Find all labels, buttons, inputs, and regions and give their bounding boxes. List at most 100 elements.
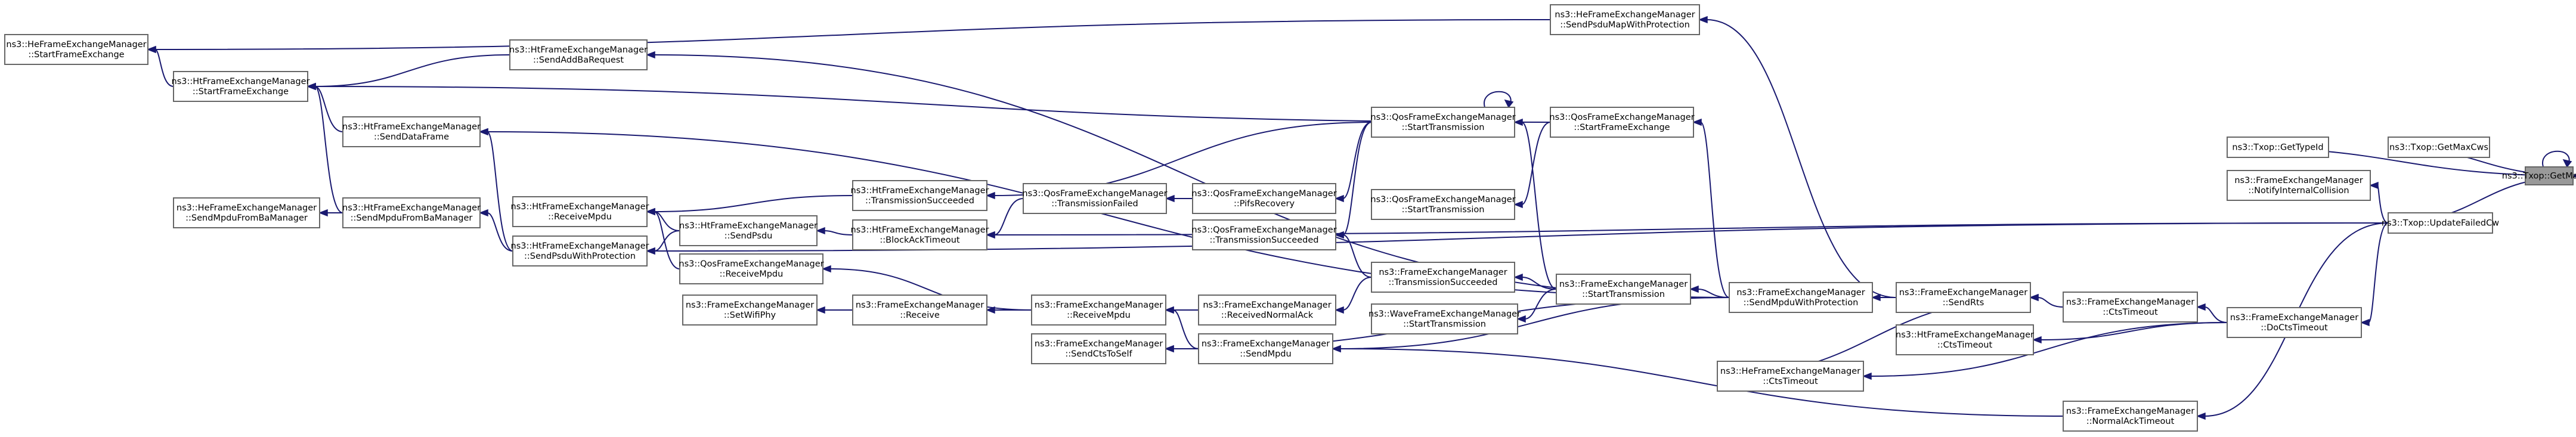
node-qos_recvmpdu[interactable]: ns3::QosFrameExchangeManager::ReceiveMpd… xyxy=(679,253,824,284)
node-label-line: ::CtsTimeout xyxy=(1937,340,1993,350)
node-ht_sendpsdu[interactable]: ns3::HtFrameExchangeManager::SendPsdu xyxy=(679,215,818,246)
node-label-line: ns3::HtFrameExchangeManager xyxy=(511,202,649,212)
node-ht_addba[interactable]: ns3::HtFrameExchangeManager::SendAddBaRe… xyxy=(509,39,648,70)
call-edge-fem_txsucc-to-qos_txsucc xyxy=(1342,234,1372,278)
node-fem_receive[interactable]: ns3::FrameExchangeManager::Receive xyxy=(852,295,987,326)
node-label-line: ::StartTransmission xyxy=(1402,205,1485,215)
node-ht_psduprot[interactable]: ns3::HtFrameExchangeManager::SendPsduWit… xyxy=(511,235,649,266)
node-qos_txfailed[interactable]: ns3::QosFrameExchangeManager::Transmissi… xyxy=(1022,183,1168,214)
node-label-line: ns3::FrameExchangeManager xyxy=(1035,300,1163,310)
node-label-line: ns3::HtFrameExchangeManager xyxy=(511,241,649,251)
node-label-line: ns3::Txop::GetMaxCws xyxy=(2389,143,2488,153)
node-fem_ctstoself[interactable]: ns3::FrameExchangeManager::SendCtsToSelf xyxy=(1031,333,1166,364)
node-label-line: ns3::HeFrameExchangeManager xyxy=(1555,10,1695,20)
node-ht_dataframe[interactable]: ns3::HtFrameExchangeManager::SendDataFra… xyxy=(342,116,481,147)
node-label-line: ::StartFrameExchange xyxy=(28,50,124,60)
node-label-line: ::ReceiveMpdu xyxy=(548,212,612,222)
node-he_ctstimeout[interactable]: ns3::HeFrameExchangeManager::CtsTimeout xyxy=(1717,361,1864,392)
node-label-line: ns3::QosFrameExchangeManager xyxy=(1549,113,1694,122)
call-edge-fem_sendmpduprot-to-ht_addba xyxy=(654,54,1730,298)
node-label-line: ns3::FrameExchangeManager xyxy=(686,300,814,310)
node-he_psdumap[interactable]: ns3::HeFrameExchangeManager::SendPsduMap… xyxy=(1550,4,1700,35)
node-label-line: ns3::QosFrameExchangeManager xyxy=(1370,113,1515,122)
node-fem_recvmpdu[interactable]: ns3::FrameExchangeManager::ReceiveMpdu xyxy=(1031,295,1166,326)
node-qos_pifs[interactable]: ns3::QosFrameExchangeManager::PifsRecove… xyxy=(1191,183,1337,214)
node-box xyxy=(1717,361,1864,392)
node-label-line: ns3::HeFrameExchangeManager xyxy=(6,40,146,49)
call-edge-txop_getmaxcw-to-txop_getmaxcw xyxy=(2542,150,2570,168)
node-ht_mpduba[interactable]: ns3::HtFrameExchangeManager::SendMpduFro… xyxy=(342,197,481,228)
node-label-line: ::CtsTimeout xyxy=(1763,377,1818,386)
arrowhead-11 xyxy=(815,227,825,235)
node-box xyxy=(1031,333,1166,364)
node-ht_blockack[interactable]: ns3::HtFrameExchangeManager::BlockAckTim… xyxy=(851,219,989,250)
node-fem_sendmpduprot[interactable]: ns3::FrameExchangeManager::SendMpduWithP… xyxy=(1729,282,1873,313)
node-txop_getmaxcws[interactable]: ns3::Txop::GetMaxCws xyxy=(2388,137,2490,158)
call-edge-fem_sendrts-to-he_psdumap xyxy=(1706,19,1897,298)
node-ht_recvmpdu[interactable]: ns3::HtFrameExchangeManager::ReceiveMpdu xyxy=(511,196,649,227)
node-box xyxy=(2227,170,2371,201)
node-box xyxy=(1371,107,1515,138)
node-fem_notifycoll[interactable]: ns3::FrameExchangeManager::NotifyInterna… xyxy=(2227,170,2371,201)
node-label-line: ns3::FrameExchangeManager xyxy=(1203,300,1331,310)
node-label-line: ::BlockAckTimeout xyxy=(880,235,960,245)
node-qos_txsucc[interactable]: ns3::QosFrameExchangeManager::Transmissi… xyxy=(1191,219,1337,250)
node-label-line: ns3::HtFrameExchangeManager xyxy=(342,122,481,132)
call-edge-fem_ctstimeout-to-fem_sendrts xyxy=(2037,297,2064,308)
node-label-line: ns3::FrameExchangeManager xyxy=(856,300,984,310)
node-wave_starttx[interactable]: ns3::WaveFrameExchangeManager::StartTran… xyxy=(1368,303,1521,334)
node-label-line: ::PifsRecovery xyxy=(1234,199,1295,209)
node-fem_normalack[interactable]: ns3::FrameExchangeManager::ReceivedNorma… xyxy=(1198,295,1336,326)
node-label-line: ns3::FrameExchangeManager xyxy=(2066,297,2194,307)
node-fem_starttx[interactable]: ns3::FrameExchangeManager::StartTransmis… xyxy=(1556,274,1691,305)
node-label-line: ::StartFrameExchange xyxy=(193,87,289,97)
node-fem_normalacktimeout[interactable]: ns3::FrameExchangeManager::NormalAckTime… xyxy=(2063,401,2198,432)
call-edge-qos_txfailed-to-ht_blockack xyxy=(993,198,1024,235)
node-box xyxy=(682,295,818,326)
call-edge-txop_updatefailed-to-ht_psduprot xyxy=(654,222,2389,252)
node-label-line: ::SendMpduFromBaManager xyxy=(185,213,308,223)
node-label-line: ::ReceiveMpdu xyxy=(720,269,784,279)
node-qos_starttx[interactable]: ns3::QosFrameExchangeManager::StartTrans… xyxy=(1370,189,1516,220)
node-label-line: ::StartFrameExchange xyxy=(1574,123,1670,132)
node-label-line: ::SendCtsToSelf xyxy=(1065,349,1132,359)
node-fem_sendmpdu[interactable]: ns3::FrameExchangeManager::SendMpdu xyxy=(1198,333,1333,364)
node-he_start[interactable]: ns3::HeFrameExchangeManager::StartFrameE… xyxy=(4,34,148,65)
arrowhead-54 xyxy=(1504,99,1514,109)
node-qos_startfe[interactable]: ns3::QosFrameExchangeManager::StartFrame… xyxy=(1549,107,1695,138)
node-fem_txsucc[interactable]: ns3::FrameExchangeManager::TransmissionS… xyxy=(1371,262,1515,293)
node-fem_docts[interactable]: ns3::FrameExchangeManager::DoCtsTimeout xyxy=(2227,307,2362,338)
arrowhead-1 xyxy=(146,45,156,54)
node-label-line: ::TransmissionFailed xyxy=(1051,199,1138,209)
node-fem_sendrts[interactable]: ns3::FrameExchangeManager::SendRts xyxy=(1896,282,2031,313)
node-ht_start[interactable]: ns3::HtFrameExchangeManager::StartFrameE… xyxy=(172,71,310,102)
arrowhead-17 xyxy=(815,306,825,314)
node-label-line: ::ReceivedNormalAck xyxy=(1221,311,1314,320)
arrowhead-5 xyxy=(306,82,316,91)
node-box xyxy=(509,39,648,70)
node-box xyxy=(1023,183,1167,214)
node-label-line: ns3::FrameExchangeManager xyxy=(1035,339,1163,349)
arrowhead-33 xyxy=(645,51,655,59)
node-label-line: ns3::QosFrameExchangeManager xyxy=(1370,195,1515,204)
node-ht_txsucc[interactable]: ns3::HtFrameExchangeManager::Transmissio… xyxy=(851,180,989,211)
node-label-line: ::SendDataFrame xyxy=(374,132,449,142)
arrowhead-38 xyxy=(1698,16,1708,24)
node-label-line: ns3::QosFrameExchangeManager xyxy=(1191,189,1336,199)
arrowhead-18 xyxy=(985,306,995,314)
node-he_mpduba[interactable]: ns3::HeFrameExchangeManager::SendMpduFro… xyxy=(173,197,320,228)
call-edge-fem_docts-to-fem_ctstimeout xyxy=(2204,306,2228,323)
node-box xyxy=(1371,303,1518,334)
node-fem_setwifiphy[interactable]: ns3::FrameExchangeManager::SetWifiPhy xyxy=(682,295,818,326)
node-qos_starttx_top[interactable]: ns3::QosFrameExchangeManager::StartTrans… xyxy=(1370,107,1516,138)
node-label-line: ns3::HtFrameExchangeManager xyxy=(851,225,989,235)
node-label-line: ::StartTransmission xyxy=(1403,320,1486,329)
node-txop_gettypeid[interactable]: ns3::Txop::GetTypeId xyxy=(2227,137,2329,158)
node-txop_getmaxcw[interactable]: ns3::Txop::GetMaxCw xyxy=(2502,166,2576,185)
node-ht_ctstimeout[interactable]: ns3::HtFrameExchangeManager::CtsTimeout xyxy=(1896,324,2034,355)
node-fem_ctstimeout[interactable]: ns3::FrameExchangeManager::CtsTimeout xyxy=(2063,292,2198,323)
call-edge-fem_sendmpdu-to-fem_recvmpdu xyxy=(1172,309,1199,349)
node-txop_updatefailed[interactable]: ns3::Txop::UpdateFailedCw xyxy=(2382,212,2499,234)
node-label-line: ns3::HeFrameExchangeManager xyxy=(1720,367,1860,376)
node-label-line: ::SendMpduWithProtection xyxy=(1744,298,1859,308)
